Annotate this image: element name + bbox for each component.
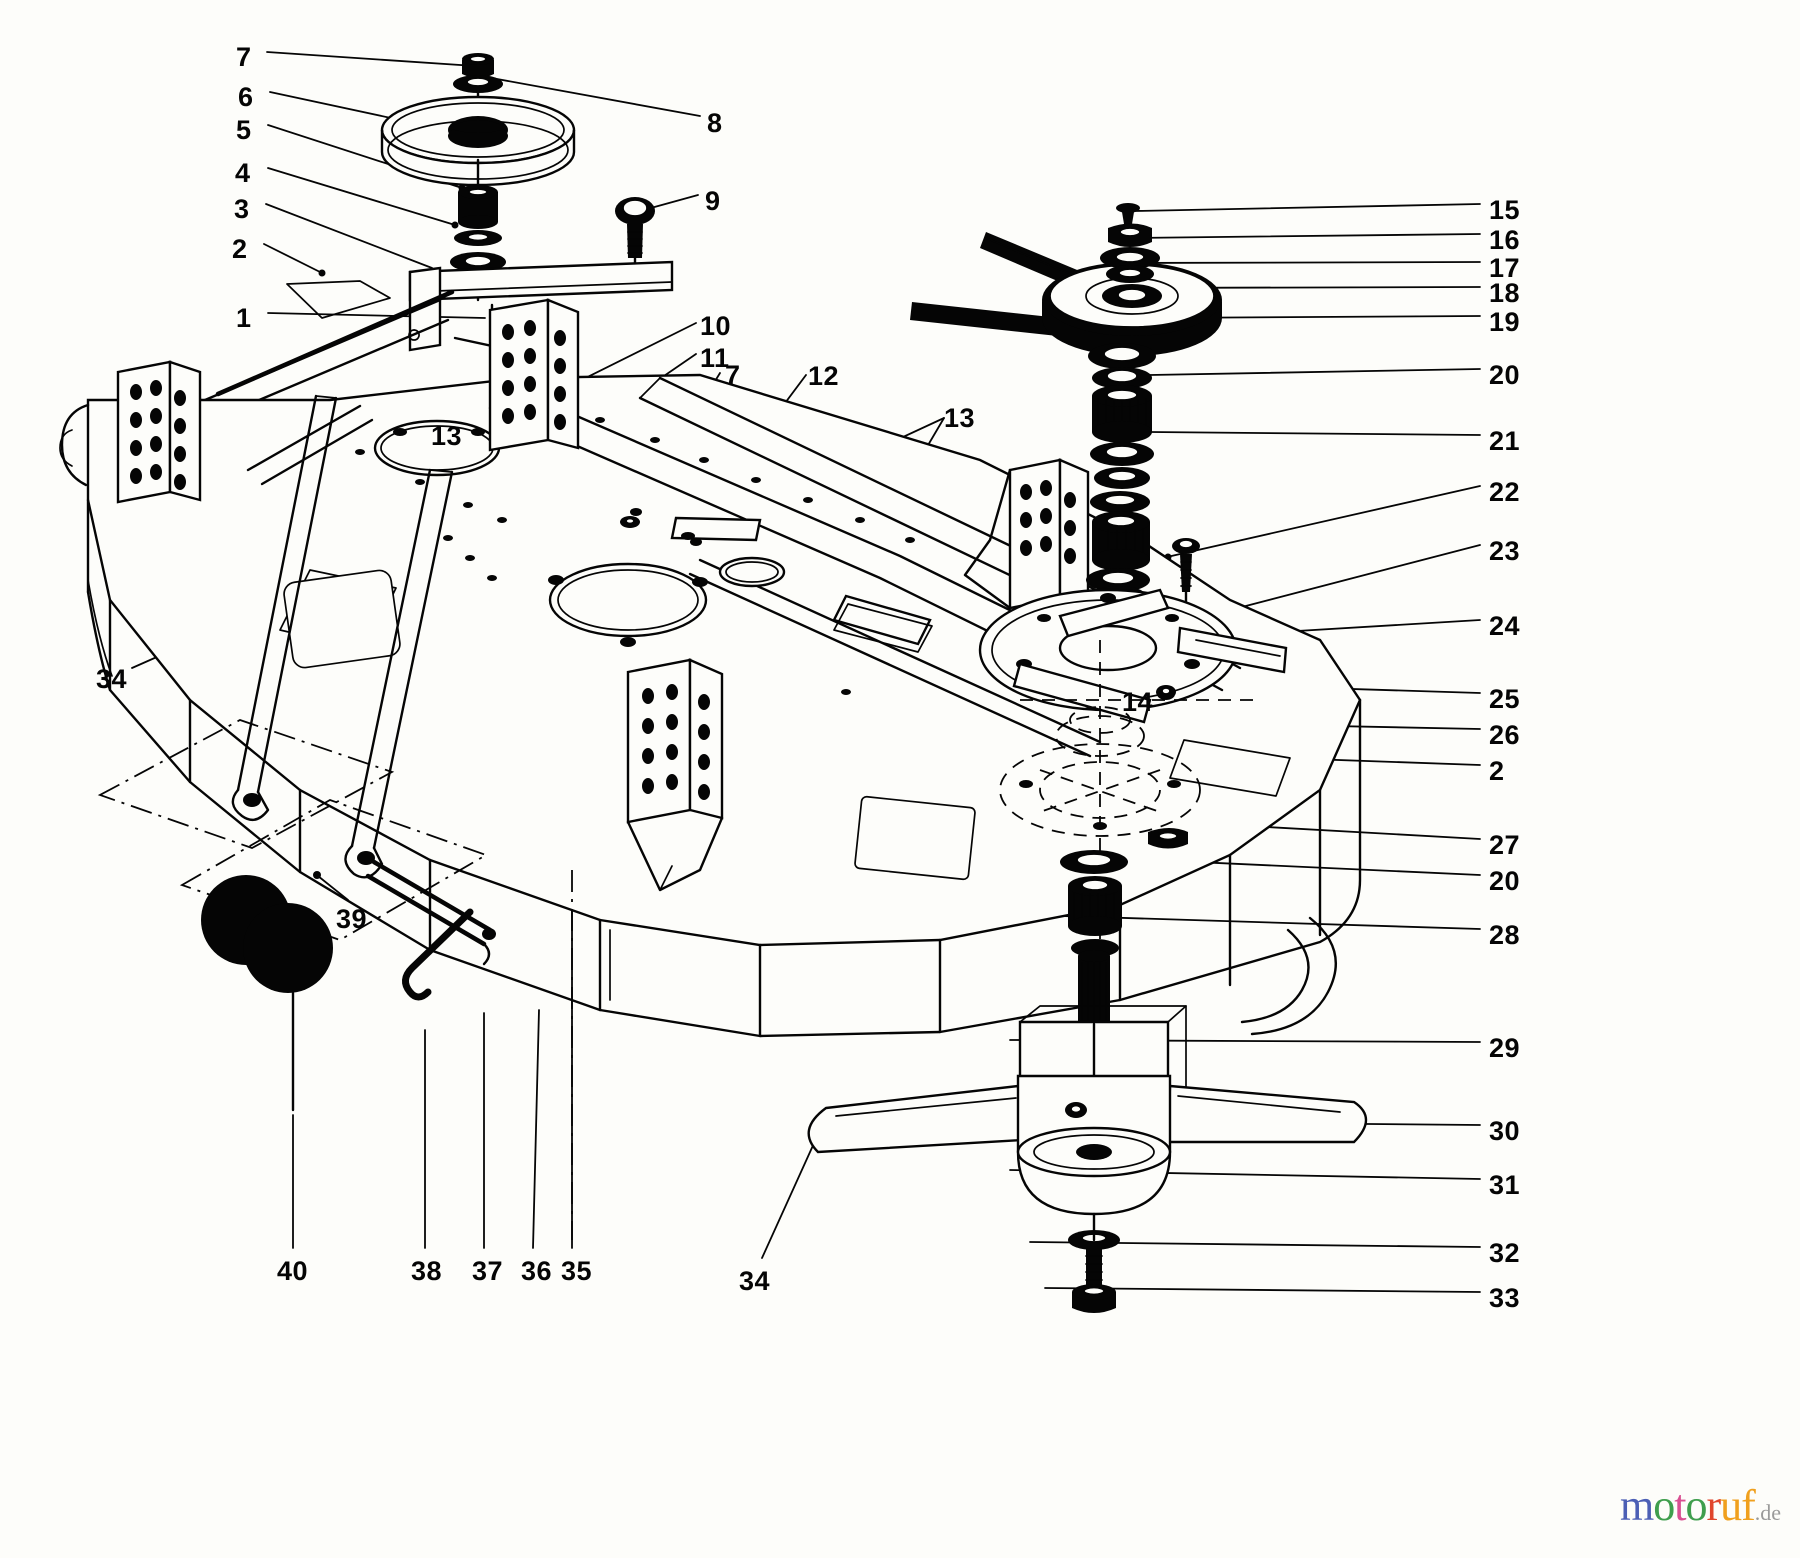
callout-number-25: 25 bbox=[1489, 684, 1521, 714]
blade-cup-washer bbox=[1016, 1126, 1172, 1216]
callout-number-15: 15 bbox=[1489, 195, 1521, 225]
callout-number-34: 34 bbox=[96, 664, 128, 694]
callout-number-37: 37 bbox=[472, 1256, 504, 1286]
callout-number-32: 32 bbox=[1489, 1238, 1521, 1268]
callout-number-29: 29 bbox=[1489, 1033, 1521, 1063]
callout-number-20: 20 bbox=[1489, 866, 1521, 896]
deck-bolt-holes bbox=[355, 417, 915, 695]
motoruf-watermark: motoruf.de bbox=[1620, 1484, 1781, 1528]
blade-spindle-assembly bbox=[807, 950, 1368, 1313]
watermark-letter: u bbox=[1720, 1481, 1742, 1530]
callout-number-36: 36 bbox=[521, 1256, 553, 1286]
spindle-mount-plate bbox=[978, 538, 1288, 724]
splined-spacer bbox=[1092, 385, 1152, 443]
callout-number-10: 10 bbox=[700, 311, 732, 341]
callout-number-16: 16 bbox=[1489, 225, 1521, 255]
drive-pulley bbox=[1042, 262, 1222, 356]
callout-number-6: 6 bbox=[238, 82, 254, 112]
hidden-spindle-assembly bbox=[999, 640, 1201, 1000]
deck-decals bbox=[279, 569, 1291, 881]
splined-shaft bbox=[1078, 950, 1110, 1026]
callout-number-26: 26 bbox=[1489, 720, 1521, 750]
callout-number-20: 20 bbox=[1489, 360, 1521, 390]
idler-pulley bbox=[380, 95, 576, 187]
callout-number-12: 12 bbox=[808, 361, 840, 391]
spindle-housing bbox=[1092, 511, 1150, 571]
spacer-sleeve bbox=[458, 185, 498, 229]
watermark-letter: o bbox=[1685, 1481, 1707, 1530]
callout-number-7: 7 bbox=[236, 42, 252, 72]
deck-pin-hardware bbox=[620, 516, 695, 540]
callout-number-39: 39 bbox=[336, 904, 368, 934]
callout-number-33: 33 bbox=[1489, 1283, 1521, 1313]
lower-bearing-housing bbox=[1068, 876, 1122, 936]
callout-number-40: 40 bbox=[277, 1256, 309, 1286]
watermark-letter: r bbox=[1706, 1481, 1721, 1530]
callout-number-2: 2 bbox=[1489, 756, 1505, 786]
watermark-suffix: .de bbox=[1754, 1500, 1782, 1525]
callout-number-30: 30 bbox=[1489, 1116, 1521, 1146]
idler-bolt bbox=[615, 197, 655, 289]
callout-number-21: 21 bbox=[1489, 426, 1521, 456]
watermark-letter: m bbox=[1620, 1481, 1654, 1530]
callout-number-9: 9 bbox=[705, 186, 721, 216]
callout-number-27: 27 bbox=[1489, 830, 1521, 860]
callout-number-22: 22 bbox=[1489, 477, 1521, 507]
callout-number-11: 11 bbox=[700, 343, 730, 373]
callout-number-19: 19 bbox=[1489, 307, 1521, 337]
plate-hardware-14 bbox=[1020, 685, 1260, 701]
watermark-letter: f bbox=[1741, 1481, 1756, 1530]
callout-number-28: 28 bbox=[1489, 920, 1521, 950]
callout-number-2: 2 bbox=[232, 234, 248, 264]
callout-number-35: 35 bbox=[561, 1256, 593, 1286]
callout-number-7: 7 bbox=[725, 360, 741, 390]
callout-number-24: 24 bbox=[1489, 611, 1521, 641]
callout-number-34: 34 bbox=[739, 1266, 771, 1296]
callout-number-23: 23 bbox=[1489, 536, 1521, 566]
callout-number-5: 5 bbox=[236, 115, 252, 145]
deck-mount-brackets bbox=[116, 298, 1090, 892]
callout-number-1: 1 bbox=[236, 303, 252, 333]
deck-openings bbox=[373, 419, 932, 647]
callout-number-8: 8 bbox=[707, 108, 723, 138]
callout-number-13: 13 bbox=[944, 403, 976, 433]
drive-belt-and-pulley bbox=[910, 203, 1222, 640]
callout-number-17: 17 bbox=[1489, 253, 1521, 283]
callout-number-4: 4 bbox=[235, 158, 251, 188]
left-idler-pulley-stack bbox=[286, 53, 655, 319]
callout-number-13: 13 bbox=[431, 421, 463, 451]
watermark-letter: t bbox=[1674, 1481, 1686, 1530]
blade-bolt bbox=[1072, 1248, 1116, 1313]
callout-number-31: 31 bbox=[1489, 1170, 1521, 1200]
callout-number-18: 18 bbox=[1489, 278, 1521, 308]
callout-number-3: 3 bbox=[234, 194, 250, 224]
lift-linkage bbox=[97, 394, 573, 1240]
watermark-letter: o bbox=[1653, 1481, 1675, 1530]
callout-number-14: 14 bbox=[1122, 687, 1154, 717]
callout-number-38: 38 bbox=[411, 1256, 443, 1286]
